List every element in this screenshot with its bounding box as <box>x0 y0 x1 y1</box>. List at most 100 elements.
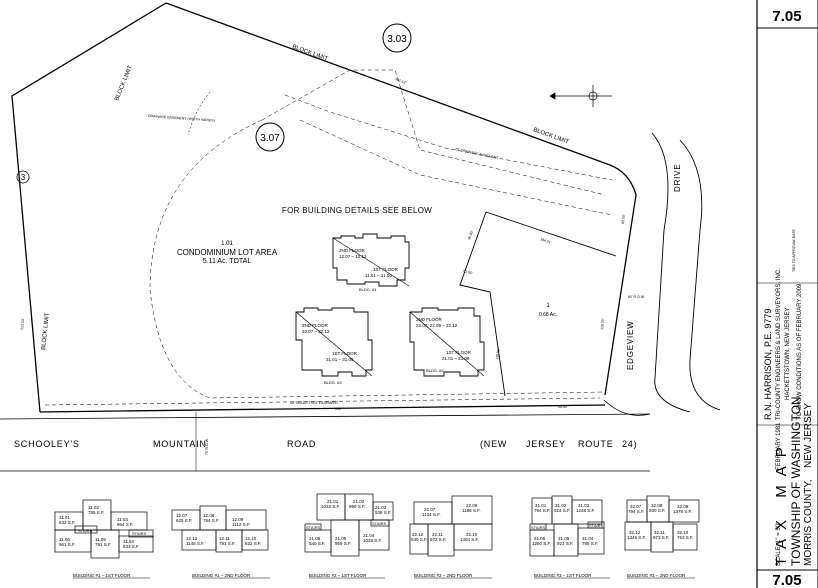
shade-tree-easement: 15' SHADE TREE EASEMENT <box>290 401 339 405</box>
svg-text:32.09: 32.09 <box>677 504 689 509</box>
svg-text:2ND FLOOR: 2ND FLOOR <box>339 248 366 253</box>
dimension: 85.00' <box>621 214 626 224</box>
svg-text:32.08: 32.08 <box>651 503 663 508</box>
svg-text:12.08: 12.08 <box>203 513 215 518</box>
svg-text:12.10: 12.10 <box>245 536 257 541</box>
svg-text:STAIRS: STAIRS <box>78 528 92 533</box>
township-name: TOWNSHIP OF WASHINGTON <box>789 396 803 566</box>
block-limit-label-nw: BLOCK LIMIT <box>114 65 134 102</box>
sheet-title: TAX MAP <box>773 438 790 566</box>
svg-text:794 S.F.: 794 S.F. <box>628 509 645 514</box>
state-name: NEW JERSEY <box>803 403 814 468</box>
svg-text:12.09: 12.09 <box>232 517 244 522</box>
svg-text:22.12: 22.12 <box>412 532 424 537</box>
svg-text:1032 S.F.: 1032 S.F. <box>321 504 340 509</box>
svg-text:11.02: 11.02 <box>88 505 99 510</box>
svg-text:11.05: 11.05 <box>95 537 106 542</box>
svg-text:22.09: 22.09 <box>466 503 478 508</box>
lot-1-number: 1 <box>546 303 550 309</box>
svg-text:763 S.F.: 763 S.F. <box>677 535 694 540</box>
svg-text:21.03: 21.03 <box>375 505 387 510</box>
svg-text:BLDG. #2: BLDG. #2 <box>426 368 444 373</box>
svg-text:11.03: 11.03 <box>117 517 128 522</box>
svg-text:11.06: 11.06 <box>59 537 70 542</box>
drainage-easement-left: DRAINAGE EASEMENT (WIDTH VARIES) <box>148 114 215 123</box>
svg-text:632 S.F.: 632 S.F. <box>59 520 76 525</box>
svg-text:12.12: 12.12 <box>186 536 198 541</box>
svg-text:791 S.F.: 791 S.F. <box>219 541 236 546</box>
firm-city: HACKETTSTOWN, NEW JERSEY <box>785 307 791 400</box>
detail-caption: BUILDING #1 – 2ND FLOOR <box>192 573 251 578</box>
svg-text:791 S.F.: 791 S.F. <box>95 542 112 547</box>
road-label-24: 24) <box>622 439 637 449</box>
svg-text:STAIRS: STAIRS <box>372 521 386 526</box>
svg-text:2ND FLOOR: 2ND FLOOR <box>416 317 443 322</box>
svg-text:32.07 – 32.12: 32.07 – 32.12 <box>302 329 330 334</box>
block-marker-3: 3 <box>16 170 30 184</box>
county-name: MORRIS COUNTY, <box>803 480 814 567</box>
svg-text:32.11: 32.11 <box>654 530 665 535</box>
svg-text:784 S.F.: 784 S.F. <box>203 518 220 523</box>
dimension: 95.00' <box>558 405 568 409</box>
block-marker-307: 3.07 <box>255 122 285 152</box>
map-building-2: 2ND FLOOR 22.07, 22.09 – 22.12 1ST FLOOR… <box>409 307 485 377</box>
svg-text:961 S.F.: 961 S.F. <box>59 542 76 547</box>
parcel-lines <box>0 2 721 472</box>
svg-text:1146 S.F.: 1146 S.F. <box>186 541 205 546</box>
svg-text:31.01: 31.01 <box>535 503 547 508</box>
detail-caption: BUILDING #1 – 1ST FLOOR <box>73 573 131 578</box>
svg-text:632 S.F.: 632 S.F. <box>245 541 262 546</box>
title-block <box>756 0 818 588</box>
svg-text:1346 S.F.: 1346 S.F. <box>627 535 646 540</box>
svg-text:32.12: 32.12 <box>629 530 641 535</box>
svg-text:1028 S.F.: 1028 S.F. <box>363 538 382 543</box>
dimension: 581.12' <box>395 77 407 85</box>
svg-text:21.04: 21.04 <box>363 533 375 538</box>
block-limit-label-west: BLOCK LIMIT <box>41 312 51 350</box>
road-label-new: (NEW <box>480 439 507 449</box>
svg-text:31.06: 31.06 <box>534 536 546 541</box>
road-label-route: ROUTE <box>578 439 614 449</box>
svg-text:3: 3 <box>21 173 26 182</box>
svg-text:32.07: 32.07 <box>630 504 642 509</box>
svg-text:1404 S.F.: 1404 S.F. <box>460 537 479 542</box>
svg-text:1ST FLOOR: 1ST FLOOR <box>446 350 472 355</box>
svg-text:973 S.F.: 973 S.F. <box>653 535 670 540</box>
detail-caption: BUILDING #3 – 2ND FLOOR <box>627 573 686 578</box>
svg-text:31.02: 31.02 <box>555 503 567 508</box>
svg-text:1134 S.F.: 1134 S.F. <box>422 512 441 517</box>
svg-text:785 S.F.: 785 S.F. <box>582 541 599 546</box>
svg-text:11.01 – 11.06: 11.01 – 11.06 <box>365 273 392 278</box>
dimension: 213.53' <box>20 318 25 330</box>
svg-text:12.07 – 12.12: 12.07 – 12.12 <box>339 254 367 259</box>
easement-lines <box>44 69 613 406</box>
svg-text:794 S.F.: 794 S.F. <box>534 508 551 513</box>
svg-text:540 S.F.: 540 S.F. <box>411 537 428 542</box>
svg-text:21.02: 21.02 <box>353 499 365 504</box>
dimension: 51.55' <box>463 269 473 275</box>
edgeview-row-label: 60' R.O.W. <box>628 295 645 299</box>
svg-text:3.07: 3.07 <box>260 133 280 144</box>
scale-note: SCALE: 1" = 50' <box>776 523 782 566</box>
svg-text:31.04: 31.04 <box>582 536 594 541</box>
road-row-label: 75' R.O.W. <box>205 438 209 455</box>
svg-text:625 S.F.: 625 S.F. <box>176 518 193 523</box>
dimension: 90.00' <box>467 230 474 241</box>
date-note: FEBRUARY 1981 <box>776 422 782 470</box>
svg-text:1260 S.F.: 1260 S.F. <box>532 541 551 546</box>
svg-text:785 S.F.: 785 S.F. <box>88 510 105 515</box>
svg-text:22.07: 22.07 <box>424 507 436 512</box>
svg-text:924 S.F.: 924 S.F. <box>554 508 571 513</box>
svg-text:22.07, 22.09 – 22.12: 22.07, 22.09 – 22.12 <box>416 323 458 328</box>
road-label-edgeview: EDGEVIEW <box>626 320 635 370</box>
svg-text:STAIRS: STAIRS <box>306 525 320 530</box>
svg-text:STAIRS: STAIRS <box>531 525 545 530</box>
road-label-mountain: MOUNTAIN <box>153 439 207 449</box>
